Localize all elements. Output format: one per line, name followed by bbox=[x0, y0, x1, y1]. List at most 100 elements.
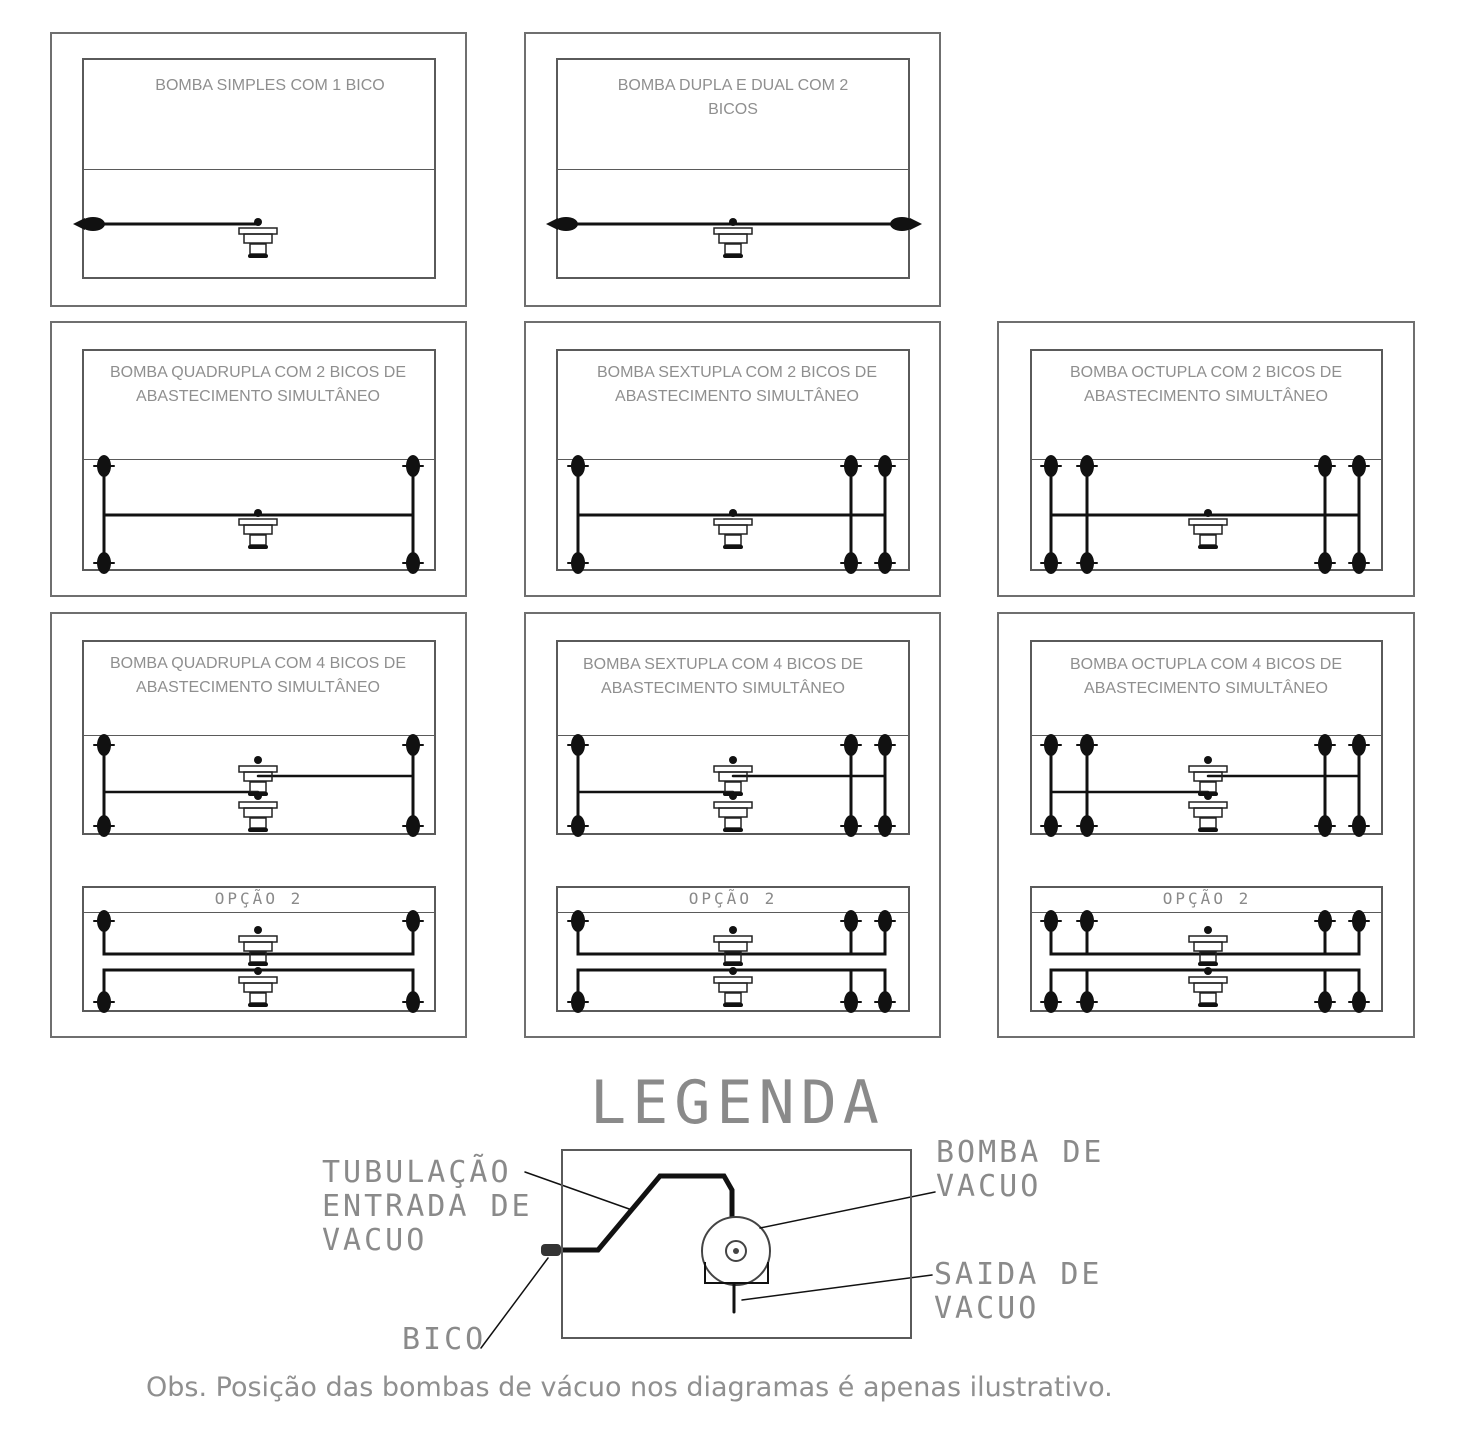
vacuum-pump-body bbox=[1199, 817, 1217, 829]
nozzle-tip bbox=[73, 218, 85, 230]
vacuum-pump-icon bbox=[1204, 756, 1212, 764]
panel-sextupla-2-bicos-divider bbox=[556, 459, 910, 460]
vacuum-pump-icon bbox=[254, 967, 262, 975]
legend-label-tubulacao: TUBULAÇÃO ENTRADA DE VACUO bbox=[322, 1155, 533, 1258]
vacuum-pump-icon bbox=[254, 926, 262, 934]
leader-line bbox=[480, 1257, 549, 1349]
panel-octupla-4-bicos-option-divider bbox=[1030, 912, 1383, 913]
vacuum-pump-body bbox=[1193, 524, 1223, 535]
panel-sextupla-2-bicos-title: BOMBA SEXTUPLA COM 2 BICOS DE ABASTECIME… bbox=[596, 364, 878, 405]
panel-quadrupla-4-bicos bbox=[50, 612, 467, 1038]
vacuum-pump-icon bbox=[254, 756, 262, 764]
leader-line bbox=[759, 1191, 936, 1229]
vacuum-pump-body bbox=[713, 765, 753, 773]
vacuum-pump-icon bbox=[1204, 967, 1212, 975]
panel-octupla-2-bicos-title: BOMBA OCTUPLA COM 2 BICOS DE ABASTECIMEN… bbox=[1069, 364, 1343, 405]
vacuum-pump-body bbox=[243, 982, 273, 993]
vacuum-pump-icon bbox=[729, 792, 737, 800]
vacuum-pump-body bbox=[1188, 765, 1228, 773]
vacuum-pump-body bbox=[1199, 781, 1217, 793]
panel-sextupla-4-bicos-option-label: OPÇÃO 2 bbox=[688, 889, 778, 908]
legend-label-bomba-vacuo: BOMBA DE VACUO bbox=[936, 1135, 1105, 1204]
vacuum-pump-body bbox=[718, 233, 748, 244]
vacuum-pump-body bbox=[238, 976, 278, 984]
panel-quadrupla-4-bicos-option-frame bbox=[82, 886, 436, 1012]
legend-vacuum-pump-rotor bbox=[725, 1240, 747, 1262]
vacuum-pump-body bbox=[718, 941, 748, 952]
panel-sextupla-4-bicos bbox=[524, 612, 941, 1038]
panel-octupla-4-bicos-frame bbox=[1030, 640, 1383, 835]
legend-title: LEGENDA bbox=[590, 1068, 885, 1138]
panel-bomba-simples-frame bbox=[82, 58, 436, 279]
panel-sextupla-4-bicos-option-divider bbox=[556, 912, 910, 913]
vacuum-pump-body bbox=[238, 765, 278, 773]
panel-quadrupla-2-bicos-divider bbox=[82, 459, 436, 460]
vacuum-pump-body bbox=[1199, 992, 1217, 1004]
pipe-line bbox=[560, 1173, 735, 1253]
panel-sextupla-4-bicos-divider bbox=[556, 735, 910, 736]
vacuum-pump-body bbox=[1188, 801, 1228, 809]
panel-sextupla-4-bicos-option-frame bbox=[556, 886, 910, 1012]
nozzle-icon bbox=[890, 217, 914, 231]
panel-octupla-4-bicos-divider bbox=[1030, 735, 1383, 736]
vacuum-pump-body bbox=[1193, 982, 1223, 993]
legend-vacuum-pump-center bbox=[733, 1248, 739, 1254]
vacuum-pump-body bbox=[724, 817, 742, 829]
legend-label-bico: BICO bbox=[402, 1322, 487, 1357]
panel-quadrupla-4-bicos-title: BOMBA QUADRUPLA COM 4 BICOS DE ABASTECIM… bbox=[109, 655, 407, 696]
vacuum-pump-body bbox=[718, 807, 748, 818]
nozzle-tip bbox=[910, 218, 922, 230]
vacuum-pump-icon bbox=[729, 218, 737, 226]
vacuum-pump-icon bbox=[254, 218, 262, 226]
vacuum-pump-body bbox=[713, 227, 753, 235]
panel-sextupla-4-bicos-frame bbox=[556, 640, 910, 835]
panel-octupla-4-bicos-option-label: OPÇÃO 2 bbox=[1162, 889, 1252, 908]
vacuum-pump-body bbox=[1193, 807, 1223, 818]
nozzle-tip bbox=[546, 218, 558, 230]
vacuum-pump-icon bbox=[729, 509, 737, 517]
vacuum-pump-icon bbox=[254, 509, 262, 517]
vacuum-pump-body bbox=[238, 935, 278, 943]
panel-quadrupla-4-bicos-option-label: OPÇÃO 2 bbox=[214, 889, 304, 908]
vacuum-pump-body bbox=[724, 992, 742, 1004]
vacuum-pump-body bbox=[249, 817, 267, 829]
panel-bomba-dupla-frame bbox=[556, 58, 910, 279]
vacuum-pump-body bbox=[724, 243, 742, 255]
vacuum-pump-body bbox=[724, 534, 742, 546]
vacuum-pump-body bbox=[713, 801, 753, 809]
pipe-line bbox=[576, 931, 887, 956]
vacuum-pump-body bbox=[713, 976, 753, 984]
vacuum-pump-body bbox=[718, 771, 748, 782]
vacuum-pump-body bbox=[1193, 941, 1223, 952]
vacuum-pump-icon bbox=[729, 756, 737, 764]
nozzle-icon bbox=[81, 217, 105, 231]
panel-bomba-simples-title: BOMBA SIMPLES COM 1 BICO bbox=[155, 77, 385, 94]
pipe-line bbox=[102, 931, 415, 956]
vacuum-pump-body bbox=[249, 534, 267, 546]
vacuum-pump-body bbox=[238, 801, 278, 809]
vacuum-pump-body bbox=[243, 807, 273, 818]
nozzle-icon bbox=[554, 217, 578, 231]
panel-octupla-4-bicos-title: BOMBA OCTUPLA COM 4 BICOS DE ABASTECIMEN… bbox=[1069, 656, 1343, 697]
panel-quadrupla-4-bicos-option-divider bbox=[82, 912, 436, 913]
vacuum-pump-body bbox=[713, 518, 753, 526]
vacuum-pump-body bbox=[249, 781, 267, 793]
vacuum-pump-body bbox=[238, 518, 278, 526]
vacuum-pump-body bbox=[1199, 534, 1217, 546]
panel-octupla-4-bicos bbox=[997, 612, 1415, 1038]
panel-octupla-4-bicos-option-frame bbox=[1030, 886, 1383, 1012]
vacuum-pump-body bbox=[243, 941, 273, 952]
vacuum-pump-icon bbox=[1204, 926, 1212, 934]
panel-octupla-2-bicos-divider bbox=[1030, 459, 1383, 460]
vacuum-pump-body bbox=[713, 935, 753, 943]
leader-line bbox=[524, 1171, 633, 1211]
vacuum-pump-body bbox=[1188, 518, 1228, 526]
leader-line bbox=[741, 1274, 933, 1301]
legend-nozzle-icon bbox=[541, 1244, 561, 1256]
vacuum-pump-body bbox=[249, 243, 267, 255]
vacuum-pump-body bbox=[243, 233, 273, 244]
vacuum-pump-icon bbox=[254, 792, 262, 800]
panel-bomba-simples-divider bbox=[82, 169, 436, 170]
footnote: Obs. Posição das bombas de vácuo nos dia… bbox=[146, 1372, 1113, 1403]
